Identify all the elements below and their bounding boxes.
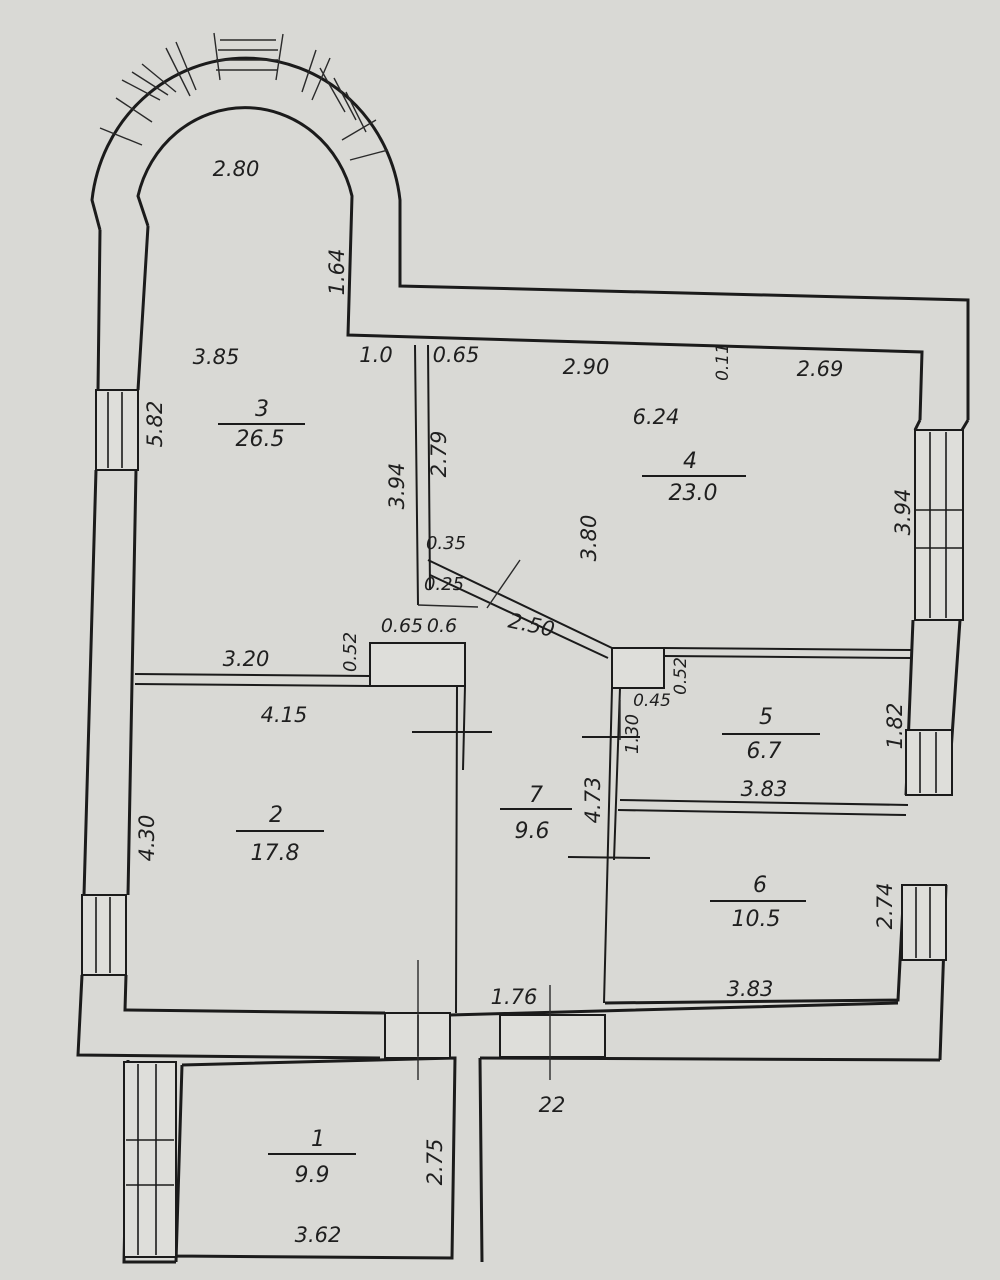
dim-4-73: 4.73 — [581, 777, 605, 824]
room-label-6: 6 10.5 — [710, 873, 806, 932]
window-balcony — [123, 1061, 177, 1258]
bay-window-panes — [99, 32, 389, 161]
dim-1-0: 1.0 — [359, 343, 392, 367]
room-label-1: 1 9.9 — [268, 1127, 356, 1188]
room-area: 9.6 — [515, 819, 550, 844]
room-label-3: 3 26.5 — [218, 397, 305, 452]
room-area: 6.7 — [747, 739, 782, 764]
dim-0-6: 0.6 — [427, 615, 457, 637]
left-inner-wall — [123, 225, 386, 1015]
dim-1-82: 1.82 — [883, 703, 907, 750]
room-number: 5 — [759, 705, 773, 730]
dim-2-50: 2.50 — [506, 609, 557, 642]
room-label-5: 5 6.7 — [722, 705, 820, 764]
room-area: 10.5 — [732, 907, 781, 932]
room-area: 17.8 — [251, 841, 300, 866]
outer-walls — [76, 56, 970, 1264]
room-number: 6 — [753, 873, 767, 898]
dim-2-80: 2.80 — [213, 157, 260, 181]
dim-3-80: 3.80 — [577, 515, 601, 562]
dim-3-20: 3.20 — [223, 647, 270, 671]
dim-22: 22 — [539, 1093, 566, 1117]
dim-1-76: 1.76 — [491, 985, 538, 1009]
window-room3 — [95, 389, 139, 471]
dim-0-65-mid: 0.65 — [381, 615, 423, 637]
dim-2-69: 2.69 — [797, 357, 844, 381]
room-label-2: 2 17.8 — [236, 803, 324, 866]
dim-4-30: 4.30 — [135, 815, 159, 862]
room-label-4: 4 23.0 — [642, 449, 746, 506]
dim-1-30: 1.30 — [622, 714, 643, 754]
dim-3-83-mid: 3.83 — [741, 777, 788, 801]
room-area: 9.9 — [295, 1163, 330, 1188]
dimension-labels: 2.80 1.64 3.85 1.0 0.65 2.90 0.11 2.69 6… — [135, 157, 915, 1247]
dim-0-65-top: 0.65 — [433, 343, 480, 367]
left-outer-wall — [76, 229, 381, 1060]
dim-2-74: 2.74 — [873, 883, 897, 930]
interior-walls — [134, 344, 913, 1080]
dim-0-45: 0.45 — [633, 691, 671, 711]
room-label-7: 7 9.6 — [500, 783, 572, 844]
dim-0-52-right: 0.52 — [671, 657, 691, 695]
dim-1-64: 1.64 — [325, 249, 349, 296]
room-number: 2 — [269, 803, 283, 828]
room-area: 26.5 — [236, 427, 285, 452]
windows — [81, 389, 964, 1258]
bay-outer-wall — [90, 56, 970, 420]
dim-0-11: 0.11 — [713, 343, 733, 381]
dim-3-85: 3.85 — [193, 345, 240, 369]
room-number: 4 — [683, 449, 697, 474]
room-labels: 3 26.5 4 23.0 2 17.8 7 9.6 5 6.7 6 10.5 — [218, 397, 820, 1188]
bay-inner-wall — [136, 106, 924, 421]
room-number: 7 — [529, 783, 543, 808]
window-room2 — [81, 894, 127, 976]
dim-3-62: 3.62 — [295, 1223, 342, 1247]
room-number: 3 — [255, 397, 269, 422]
dim-0-35: 0.35 — [426, 533, 466, 554]
dim-2-75: 2.75 — [423, 1139, 447, 1186]
dim-5-82: 5.82 — [143, 401, 167, 448]
balcony-walls — [122, 1056, 484, 1264]
dim-2-90: 2.90 — [563, 355, 610, 379]
dim-3-83-bottom: 3.83 — [727, 977, 774, 1001]
room-number: 1 — [311, 1127, 325, 1152]
window-room5 — [905, 729, 953, 796]
dim-4-15: 4.15 — [261, 703, 308, 727]
dim-3-94-right: 3.94 — [891, 489, 915, 536]
dim-0-52-left: 0.52 — [340, 632, 361, 672]
window-room6 — [901, 884, 947, 961]
dim-6-24: 6.24 — [633, 405, 680, 429]
dim-2-79: 2.79 — [427, 431, 451, 478]
window-room4 — [914, 429, 964, 621]
room-area: 23.0 — [669, 481, 718, 506]
dim-3-94-left: 3.94 — [385, 463, 409, 510]
dim-0-25: 0.25 — [424, 574, 464, 595]
